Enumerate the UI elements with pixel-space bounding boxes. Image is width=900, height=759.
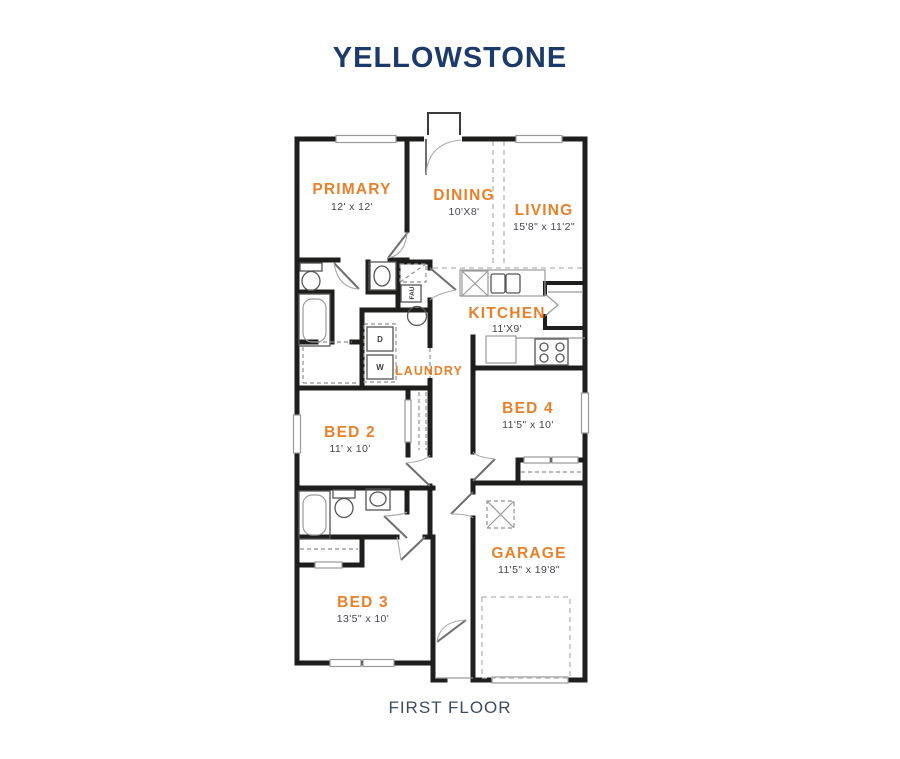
living-window xyxy=(515,134,563,144)
water-heater xyxy=(406,305,428,327)
garage-room-dims: 11'5" x 19'8" xyxy=(498,564,560,576)
bed2-room-label: BED 2 xyxy=(324,424,376,441)
back-door xyxy=(435,619,473,679)
primary-bath-fixtures xyxy=(298,261,397,384)
slider-right xyxy=(551,456,579,464)
primary-door xyxy=(387,231,409,259)
living-room-dims: 15'8" x 11'2" xyxy=(513,221,575,233)
washer-label: W xyxy=(376,363,384,372)
entry-door xyxy=(424,135,462,176)
closet-opening xyxy=(314,561,343,569)
bed4-door xyxy=(472,451,496,482)
bed2-window xyxy=(292,414,302,454)
pantry-bifold-door xyxy=(544,293,559,317)
bed4-window xyxy=(580,392,590,434)
dining-room-label: DINING xyxy=(433,187,494,204)
bed2-door xyxy=(405,454,431,487)
laundry-fixtures: D W FAU xyxy=(363,263,428,383)
floor-label: FIRST FLOOR xyxy=(388,698,512,717)
toilet-bowl xyxy=(334,497,354,519)
slider-left xyxy=(523,456,551,464)
bed2-room-dims: 11' x 10' xyxy=(329,443,370,455)
bed3-closet xyxy=(300,548,358,569)
page-title: YELLOWSTONE xyxy=(332,42,568,74)
sink-basin xyxy=(373,265,391,287)
garage-room-label: GARAGE xyxy=(491,545,566,562)
bath2-door xyxy=(383,511,408,539)
living-room-label: LIVING xyxy=(515,202,574,219)
bed3-door xyxy=(396,536,426,561)
laundry-alcove xyxy=(363,323,397,383)
vanity xyxy=(365,488,391,511)
sink-right xyxy=(505,273,521,294)
primary-room-label: PRIMARY xyxy=(312,181,391,198)
toilet-tank xyxy=(332,489,356,499)
dryer xyxy=(366,326,394,352)
room-labels: PRIMARY 12' x 12' DINING 10'X8' LIVING 1… xyxy=(312,181,575,625)
pantry xyxy=(543,281,587,330)
dashed-boundaries xyxy=(433,141,585,269)
kitchen-fixtures xyxy=(459,269,585,366)
sink-basin xyxy=(369,491,387,507)
kitchen-room-label: KITCHEN xyxy=(468,305,545,322)
bed2-closet xyxy=(404,392,427,450)
bathtub xyxy=(298,293,331,347)
toilet-bowl xyxy=(301,270,321,292)
laundry-opening xyxy=(427,348,433,378)
bed3-window-left xyxy=(329,658,362,668)
bed3-room-label: BED 3 xyxy=(337,594,389,611)
water-heater-pad xyxy=(486,500,515,529)
sink-left xyxy=(490,273,506,294)
toilet-tank xyxy=(299,262,323,272)
dishwasher xyxy=(461,270,489,297)
bed3-window-right xyxy=(362,658,395,668)
kitchen-counter xyxy=(459,269,546,297)
hall-bath-fixtures xyxy=(298,488,391,540)
fau-unit xyxy=(400,284,422,303)
laundry-room-label: LAUNDRY xyxy=(395,364,463,378)
closet-shelves xyxy=(302,347,356,384)
bathtub-basin xyxy=(302,494,327,536)
washer xyxy=(366,354,394,380)
island xyxy=(485,335,517,364)
windows xyxy=(292,134,590,684)
bathtub-basin xyxy=(302,298,327,343)
bed3-room-dims: 13'5" x 10' xyxy=(337,613,389,625)
garage-entry-door xyxy=(450,491,474,519)
bed4-room-label: BED 4 xyxy=(502,400,554,417)
primary-room-dims: 12' x 12' xyxy=(331,201,373,213)
parking-pad xyxy=(481,596,571,679)
primary-bath-door xyxy=(333,262,360,290)
dryer-label: D xyxy=(377,335,383,344)
stove xyxy=(534,338,569,366)
vanity xyxy=(368,261,397,291)
garage-door-opening xyxy=(491,676,569,684)
entry-porch xyxy=(427,112,461,140)
fau-shelf xyxy=(399,263,427,283)
bathtub xyxy=(298,490,331,540)
closet-rod xyxy=(418,392,427,450)
garage-features xyxy=(481,500,571,679)
fau-label: FAU xyxy=(409,286,416,299)
closet-opening xyxy=(404,399,412,443)
interior-doors xyxy=(333,231,496,679)
bed4-closet xyxy=(521,456,583,473)
bed4-room-dims: 11'5" x 10' xyxy=(502,419,554,431)
fau-door xyxy=(429,267,457,301)
kitchen-room-dims: 11'X9' xyxy=(492,323,522,335)
dining-room-dims: 10'X8' xyxy=(449,206,480,218)
primary-window xyxy=(335,134,397,144)
